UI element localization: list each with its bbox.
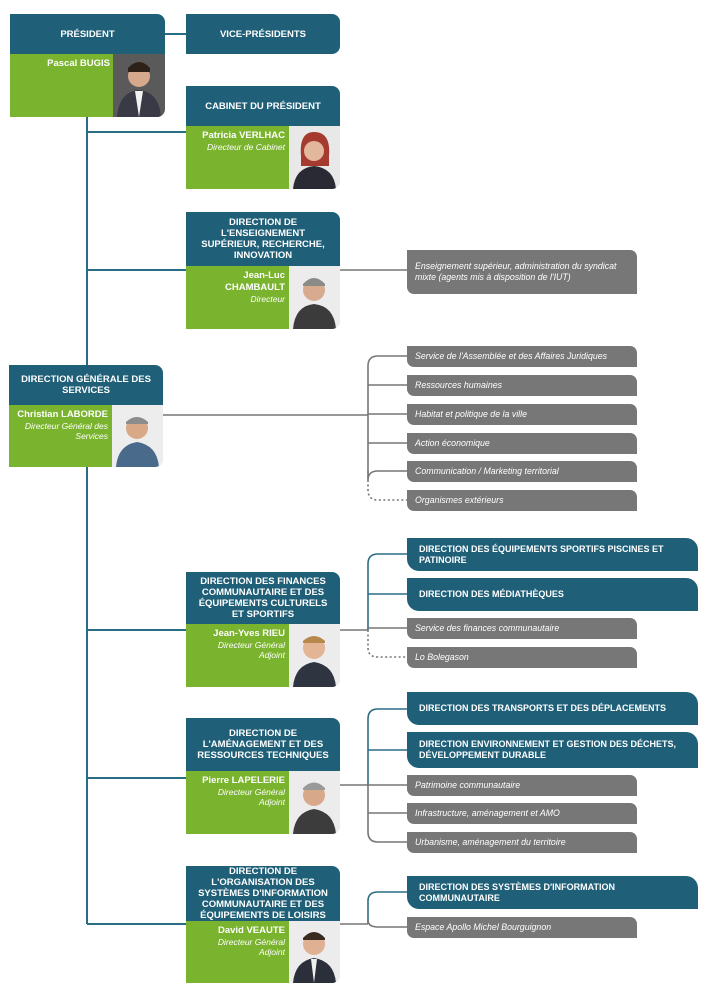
si-service-0: Espace Apollo Michel Bourguignon [407, 917, 637, 938]
dgs-service-5: Organismes extérieurs [407, 490, 637, 511]
amenagement-node: DIRECTION DE L'AMÉNAGEMENT ET DES RESSOU… [186, 718, 340, 834]
president-name: Pascal BUGIS [47, 58, 110, 69]
enseignement-name: Jean-Luc CHAMBAULT [225, 270, 285, 293]
cabinet-node: CABINET DU PRÉSIDENT Patricia VERLHAC Di… [186, 86, 340, 189]
si-name: David VEAUTE [217, 925, 285, 936]
amenagement-direction-0: DIRECTION DES TRANSPORTS ET DES DÉPLACEM… [407, 692, 698, 725]
amenagement-service-0: Patrimoine communautaire [407, 775, 637, 796]
si-direction-0: DIRECTION DES SYSTÈMES D'INFORMATION COM… [407, 876, 698, 909]
dgs-photo [112, 405, 163, 467]
finances-service-0: Service des finances communautaire [407, 618, 637, 639]
cabinet-photo [289, 126, 340, 189]
dgs-title: DIRECTION GÉNÉRALE DES SERVICES [9, 365, 163, 405]
enseignement-service: Enseignement supérieur, administration d… [407, 250, 637, 294]
amenagement-title: DIRECTION DE L'AMÉNAGEMENT ET DES RESSOU… [186, 718, 340, 771]
dgs-service-4: Communication / Marketing territorial [407, 461, 637, 482]
amenagement-service-2: Urbanisme, aménagement du territoire [407, 832, 637, 853]
dgs-service-0: Service de l'Assemblée et des Affaires J… [407, 346, 637, 367]
cabinet-name: Patricia VERLHAC [202, 130, 285, 141]
si-photo [289, 921, 340, 983]
finances-direction-1: DIRECTION DES MÉDIATHÈQUES [407, 578, 698, 611]
finances-name: Jean-Yves RIEU [213, 628, 285, 639]
amenagement-photo [289, 771, 340, 834]
finances-service-1: Lo Bolegason [407, 647, 637, 668]
vice-presidents-node: VICE-PRÉSIDENTS [186, 14, 340, 54]
cabinet-title: CABINET DU PRÉSIDENT [186, 86, 340, 126]
si-role: Directeur Général Adjoint [217, 937, 285, 957]
finances-node: DIRECTION DES FINANCES COMMUNAUTAIRE ET … [186, 572, 340, 687]
dgs-service-3: Action économique [407, 433, 637, 454]
dgs-name: Christian LABORDE [17, 409, 108, 420]
si-node: DIRECTION DE L'ORGANISATION DES SYSTÈMES… [186, 866, 340, 983]
amenagement-name: Pierre LAPELERIE [202, 775, 285, 786]
dgs-service-1: Ressources humaines [407, 375, 637, 396]
cabinet-role: Directeur de Cabinet [207, 142, 285, 152]
president-photo [113, 54, 165, 117]
amenagement-direction-1: DIRECTION ENVIRONNEMENT ET GESTION DES D… [407, 732, 698, 768]
dgs-node: DIRECTION GÉNÉRALE DES SERVICES Christia… [9, 365, 163, 467]
amenagement-role: Directeur Général Adjoint [217, 787, 285, 807]
president-title: PRÉSIDENT [10, 14, 165, 54]
dgs-role: Directeur Général des Services [24, 421, 108, 441]
enseignement-node: DIRECTION DE L'ENSEIGNEMENT SUPÉRIEUR, R… [186, 212, 340, 329]
finances-title: DIRECTION DES FINANCES COMMUNAUTAIRE ET … [186, 572, 340, 624]
si-title: DIRECTION DE L'ORGANISATION DES SYSTÈMES… [186, 866, 340, 921]
enseignement-role: Directeur [250, 294, 285, 304]
finances-direction-0: DIRECTION DES ÉQUIPEMENTS SPORTIFS PISCI… [407, 538, 698, 571]
amenagement-service-1: Infrastructure, aménagement et AMO [407, 803, 637, 824]
enseignement-title: DIRECTION DE L'ENSEIGNEMENT SUPÉRIEUR, R… [186, 212, 340, 266]
enseignement-photo [289, 266, 340, 329]
president-node: PRÉSIDENT Pascal BUGIS [10, 14, 165, 117]
finances-role: Directeur Général Adjoint [217, 640, 285, 660]
finances-photo [289, 624, 340, 687]
dgs-service-2: Habitat et politique de la ville [407, 404, 637, 425]
